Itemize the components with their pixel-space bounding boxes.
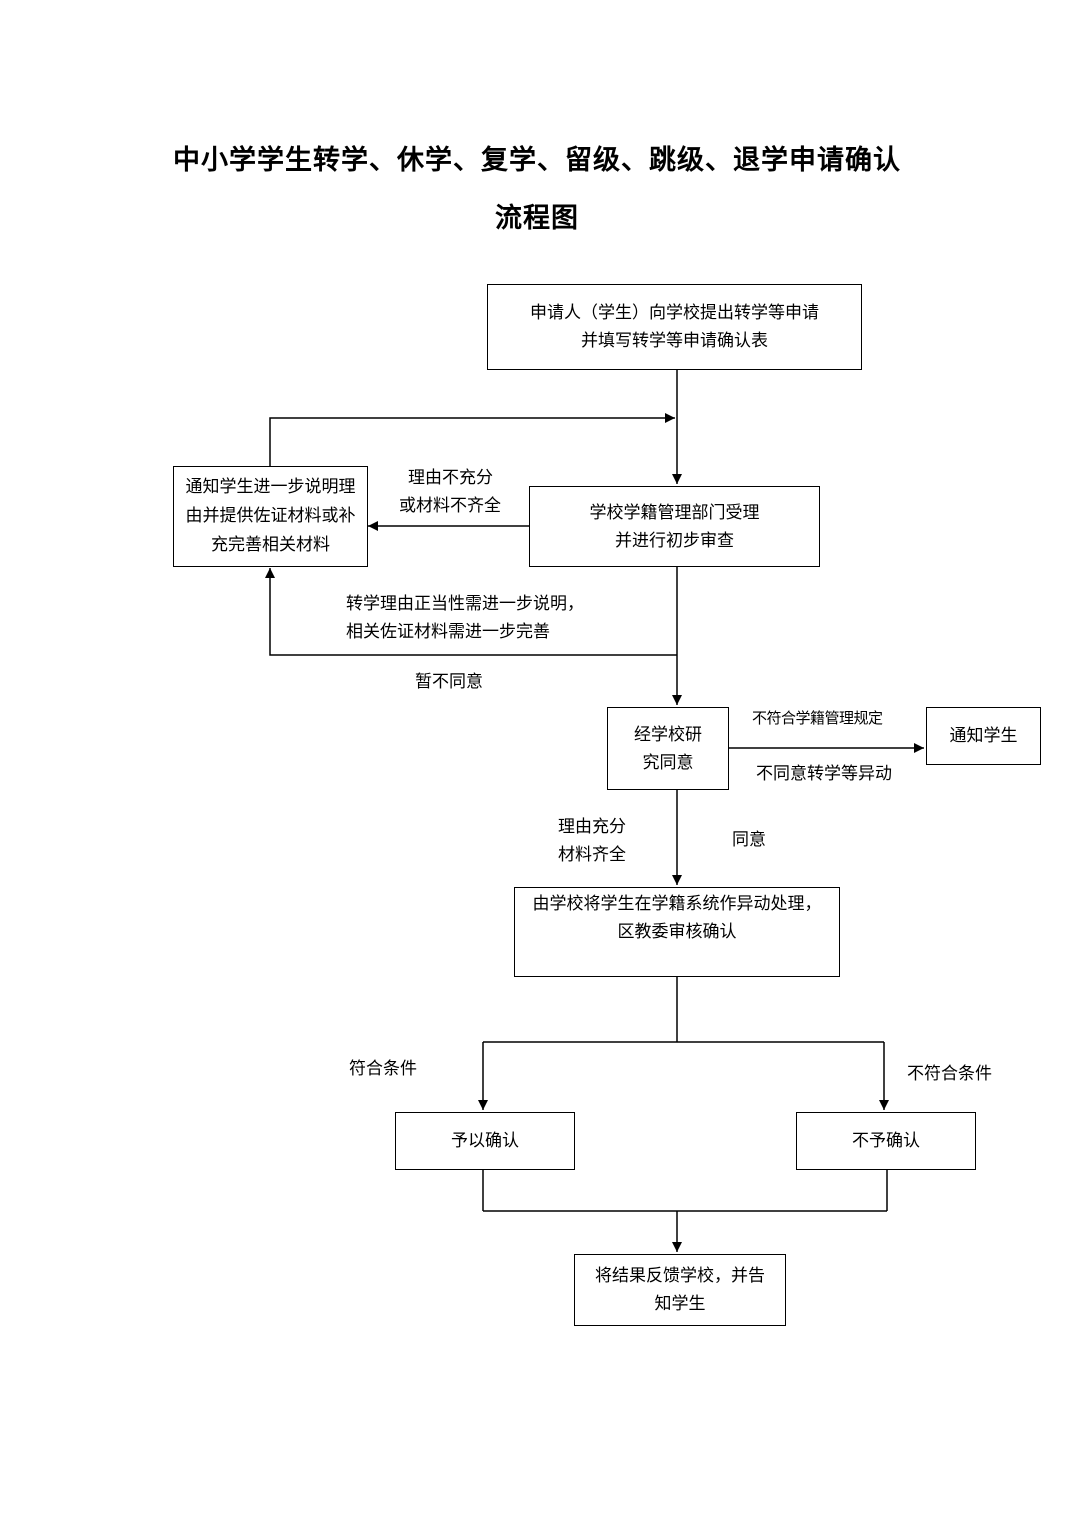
box-apply: 申请人（学生）向学校提出转学等申请并填写转学等申请确认表 [487, 284, 862, 370]
box-reject: 不予确认 [796, 1112, 976, 1170]
box-research: 经学校研究同意 [607, 707, 729, 790]
box-confirm: 予以确认 [395, 1112, 575, 1170]
box-feedback: 将结果反馈学校，并告知学生 [574, 1254, 786, 1326]
label-agree: 同意 [732, 830, 766, 850]
connector-resubmit-loop [269, 413, 675, 467]
box-notify-supplement-line1: 通知学生进一步说明理 [185, 477, 356, 497]
label-sufficient-1: 理由充分 [558, 817, 626, 837]
box-apply-line1: 申请人（学生）向学校提出转学等申请 [530, 303, 819, 323]
box-process: 由学校将学生在学籍系统作异动处理， 区教委审核确认 [514, 887, 840, 977]
label-not-agree: 暂不同意 [415, 672, 483, 692]
box-notify-supplement: 通知学生进一步说明理由并提供佐证材料或补充完善相关材料 [173, 466, 368, 567]
box-notify-supplement-line2: 由并提供佐证材料或补 [185, 506, 356, 526]
label-legit-2: 相关佐证材料需进一步完善 [346, 622, 550, 642]
box-accept: 学校学籍管理部门受理并进行初步审查 [529, 486, 820, 567]
box-feedback-line1: 将结果反馈学校，并告 [595, 1266, 765, 1286]
label-insufficient-1: 理由不充分 [408, 468, 493, 488]
box-process-line1: 由学校将学生在学籍系统作异动处理， [532, 894, 822, 914]
box-notify-student: 通知学生 [926, 707, 1041, 765]
box-apply-line2: 并填写转学等申请确认表 [581, 331, 768, 351]
box-reject-text: 不予确认 [852, 1131, 920, 1151]
box-feedback-line2: 知学生 [654, 1294, 706, 1314]
box-research-line2: 究同意 [642, 752, 694, 773]
label-not-comply: 不符合学籍管理规定 [752, 709, 883, 727]
label-not-meets: 不符合条件 [907, 1064, 992, 1084]
label-sufficient-2: 材料齐全 [558, 845, 626, 865]
label-meets: 符合条件 [349, 1059, 417, 1079]
box-process-line2: 区教委审核确认 [617, 922, 737, 942]
label-legit-1: 转学理由正当性需进一步说明， [346, 594, 584, 614]
box-notify-student-text: 通知学生 [949, 726, 1018, 746]
box-accept-line2: 并进行初步审查 [615, 530, 734, 551]
box-notify-supplement-line3: 充完善相关材料 [211, 535, 330, 555]
label-disagree-transfer: 不同意转学等异动 [756, 764, 892, 784]
page-title-line2: 流程图 [495, 203, 579, 234]
label-insufficient-2: 或材料不齐全 [399, 496, 501, 516]
box-accept-line1: 学校学籍管理部门受理 [589, 502, 760, 523]
connector-not-agree-loop [265, 568, 677, 656]
page-title-line1: 中小学学生转学、休学、复学、留级、跳级、退学申请确认 [173, 145, 901, 176]
box-research-line1: 经学校研 [634, 724, 702, 745]
box-confirm-text: 予以确认 [451, 1131, 519, 1151]
